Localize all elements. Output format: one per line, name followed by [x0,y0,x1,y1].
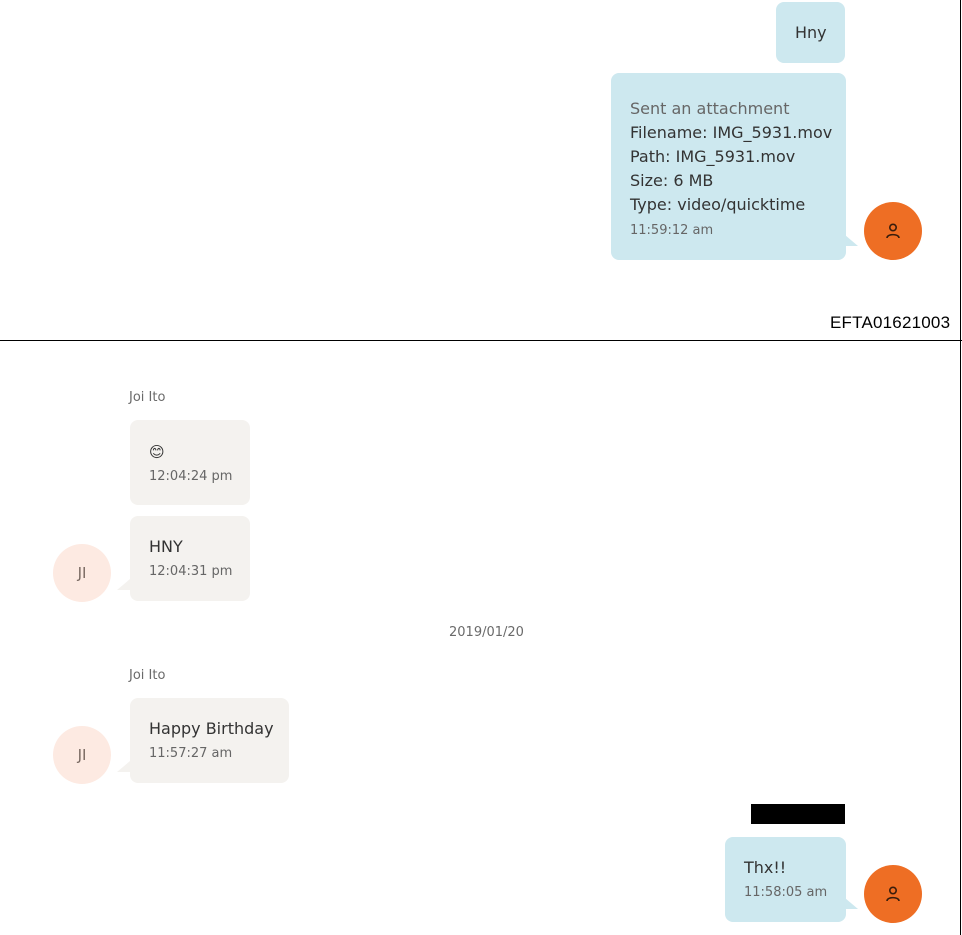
avatar-initials: JI [77,746,87,764]
bubble-tail [845,235,858,246]
attachment-size: Size: 6 MB [630,171,714,190]
message-text: HNY [149,537,183,556]
person-icon [886,886,900,902]
contact-avatar: JI [53,726,111,784]
message-bubble-attachment[interactable]: Sent an attachment Filename: IMG_5931.mo… [611,73,846,260]
message-text: Happy Birthday [149,719,274,738]
page-divider [0,340,962,341]
message-bubble-emoji: 😊 12:04:24 pm [130,420,250,505]
avatar-initials: JI [77,564,87,582]
contact-avatar: JI [53,544,111,602]
message-timestamp: 11:59:12 am [630,223,714,238]
attachment-path: Path: IMG_5931.mov [630,147,796,166]
date-separator: 2019/01/20 [449,625,524,640]
message-bubble-hny-reply: HNY 12:04:31 pm [130,516,250,601]
self-avatar [864,865,922,923]
attachment-filename: Filename: IMG_5931.mov [630,123,833,142]
bubble-tail [117,761,130,772]
message-timestamp: 11:57:27 am [149,746,233,761]
message-timestamp: 11:58:05 am [744,885,828,900]
attachment-type: Type: video/quicktime [630,195,806,214]
bubble-tail [845,898,858,909]
message-text: Thx!! [744,858,787,877]
attachment-label: Sent an attachment [630,99,790,118]
message-text: 😊 [149,443,165,461]
message-bubble-hny: Hny [776,2,845,63]
message-bubble-happy-birthday: Happy Birthday 11:57:27 am [130,698,289,783]
sender-name: Joi Ito [129,668,166,683]
bates-number: EFTA01621003 [830,313,951,332]
sender-name: Joi Ito [129,390,166,405]
page-edge [960,0,961,935]
message-timestamp: 12:04:24 pm [149,469,233,484]
person-icon [886,223,900,239]
self-avatar [864,202,922,260]
message-bubble-thx: Thx!! 11:58:05 am [725,837,846,922]
bubble-tail [117,579,130,590]
message-text: Hny [795,23,827,42]
message-timestamp: 12:04:31 pm [149,564,233,579]
redaction-bar [751,804,845,824]
attachment-details: Sent an attachment Filename: IMG_5931.mo… [630,97,846,217]
